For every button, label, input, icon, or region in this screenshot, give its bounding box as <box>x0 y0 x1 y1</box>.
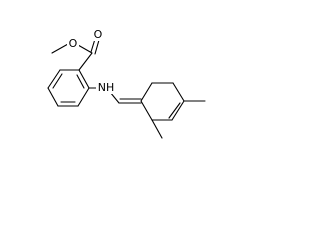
atom-amine-nh: NH <box>98 81 115 94</box>
cyclo-bond-6 <box>140 100 153 121</box>
molecule-structure: O O NH <box>47 27 206 139</box>
bond-carbonyl-double-2 <box>94 39 100 55</box>
bond-carbonyl-double-1 <box>90 38 96 53</box>
ring-bond-3 <box>47 87 59 107</box>
bond-carbonyl-ring <box>78 52 93 71</box>
cyclo-bond-1 <box>140 82 153 102</box>
bond-methyl-o <box>51 43 69 54</box>
bond-methyl-2 <box>151 119 163 139</box>
ring-bond-5 <box>77 87 90 107</box>
cyclo-bond-3 <box>172 82 185 102</box>
ring-inner-bond-1 <box>52 73 63 89</box>
ring-bond-6 <box>78 69 90 89</box>
ring-inner-bond-3 <box>76 74 85 89</box>
cyclo-bond-4 <box>171 100 185 121</box>
atom-carbonyl-oxygen: O <box>94 28 103 41</box>
structure-canvas: O O NH <box>47 27 206 139</box>
atom-ester-oxygen: O <box>69 37 78 50</box>
ring-bond-2 <box>47 69 61 89</box>
cyclo-bond-4-double <box>168 102 181 119</box>
bond-o-carbonyl <box>77 44 93 54</box>
